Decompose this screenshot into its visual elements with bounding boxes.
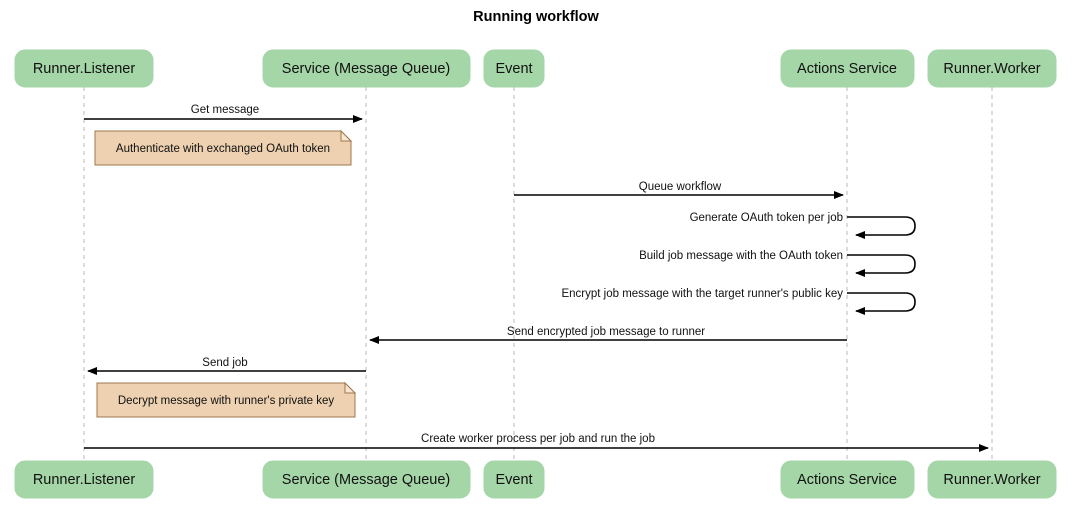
message-self-loop	[847, 216, 916, 239]
actor-label: Event	[495, 61, 532, 77]
message-generate-oauth-token-per-job[interactable]: Generate OAuth token per job	[690, 212, 916, 239]
message-label: Send encrypted job message to runner	[507, 326, 705, 338]
message-label: Queue workflow	[639, 181, 722, 193]
actor-runner-listener-top[interactable]: Runner.Listener	[14, 49, 154, 88]
message-get-message[interactable]: Get message	[84, 104, 363, 123]
message-encrypt-job-message-with-the-target-runners-public-key[interactable]: Encrypt job message with the target runn…	[561, 288, 916, 315]
actors-bottom: Runner.Listener Service (Message Queue) …	[14, 460, 1057, 499]
actor-label: Runner.Listener	[33, 61, 136, 77]
message-label: Build job message with the OAuth token	[639, 250, 843, 262]
actor-runner-worker-bottom[interactable]: Runner.Worker	[927, 460, 1057, 499]
actor-box[interactable]	[483, 460, 545, 499]
actor-event-bottom[interactable]: Event	[483, 460, 545, 499]
actor-service-message-queue-bottom[interactable]: Service (Message Queue)	[262, 460, 471, 499]
actor-label: Runner.Worker	[943, 472, 1040, 488]
page-title: Running workflow	[473, 9, 599, 25]
actor-box[interactable]	[262, 49, 471, 88]
note-label: Authenticate with exchanged OAuth token	[116, 143, 330, 155]
actor-box[interactable]	[927, 49, 1057, 88]
note-decrypt: Decrypt message with runner's private ke…	[96, 381, 357, 418]
message-send-job[interactable]: Send job	[87, 357, 366, 375]
actor-event-top[interactable]: Event	[483, 49, 545, 88]
actor-box[interactable]	[483, 49, 545, 88]
message-label: Get message	[191, 104, 259, 116]
actor-label: Event	[495, 472, 532, 488]
message-self-loop	[847, 292, 916, 315]
actor-box[interactable]	[927, 460, 1057, 499]
message-send-encrypted-job-message-to-runner[interactable]: Send encrypted job message to runner	[369, 326, 847, 344]
lifelines	[83, 87, 993, 461]
actor-box[interactable]	[262, 460, 471, 499]
actor-label: Actions Service	[797, 472, 897, 488]
actors-top: Runner.Listener Service (Message Queue) …	[14, 49, 1057, 88]
actor-label: Service (Message Queue)	[282, 61, 450, 77]
message-create-worker-process-per-job-and-run-the-job[interactable]: Create worker process per job and run th…	[84, 433, 989, 452]
actor-box[interactable]	[780, 460, 915, 499]
actor-box[interactable]	[14, 49, 154, 88]
message-label: Generate OAuth token per job	[690, 212, 843, 224]
actor-actions-service-top[interactable]: Actions Service	[780, 49, 915, 88]
message-queue-workflow[interactable]: Queue workflow	[514, 181, 844, 199]
note-fold-corner	[340, 129, 353, 142]
actor-label: Actions Service	[797, 61, 897, 77]
note-fold-corner	[344, 381, 357, 394]
note-shape	[94, 130, 352, 166]
actor-runner-listener-bottom[interactable]: Runner.Listener	[14, 460, 154, 499]
message-label: Send job	[202, 357, 247, 369]
message-build-job-message-with-the-oauth-token[interactable]: Build job message with the OAuth token	[639, 250, 916, 277]
message-label: Encrypt job message with the target runn…	[561, 288, 843, 300]
actor-box[interactable]	[780, 49, 915, 88]
message-self-loop	[847, 254, 916, 277]
actor-service-message-queue-top[interactable]: Service (Message Queue)	[262, 49, 471, 88]
actor-label: Service (Message Queue)	[282, 472, 450, 488]
actor-box[interactable]	[14, 460, 154, 499]
actor-actions-service-bottom[interactable]: Actions Service	[780, 460, 915, 499]
actor-runner-worker-top[interactable]: Runner.Worker	[927, 49, 1057, 88]
actor-label: Runner.Worker	[943, 61, 1040, 77]
note-label: Decrypt message with runner's private ke…	[118, 395, 335, 407]
actor-label: Runner.Listener	[33, 472, 136, 488]
message-label: Create worker process per job and run th…	[421, 433, 655, 445]
note-shape	[96, 382, 356, 418]
note-authenticate: Authenticate with exchanged OAuth token	[94, 129, 353, 166]
